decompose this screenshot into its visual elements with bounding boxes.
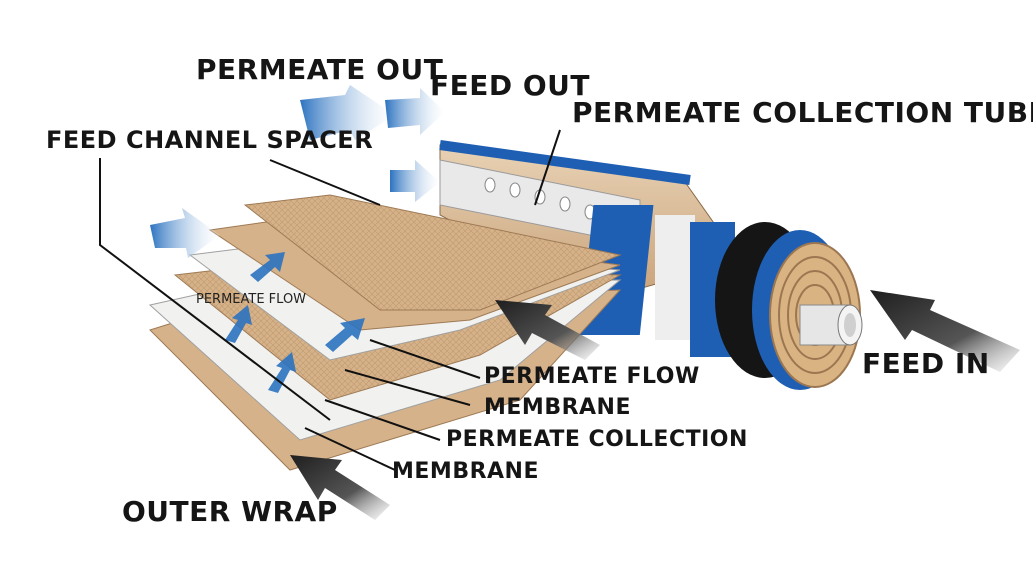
feed-in-arrows bbox=[290, 290, 1020, 520]
flow-arrow-4 bbox=[268, 352, 296, 393]
label-feed-out: FEED OUT bbox=[430, 69, 591, 102]
leader-membrane-1 bbox=[344, 369, 471, 406]
label-outer-wrap: OUTER WRAP bbox=[122, 495, 338, 528]
feed-out-arrow-lower bbox=[390, 160, 440, 202]
leader-membrane-2 bbox=[304, 427, 396, 471]
label-permeate-out: PERMEATE OUT bbox=[196, 53, 444, 86]
label-permeate-flow: PERMEATE FLOW bbox=[484, 364, 700, 389]
flow-arrow-3 bbox=[325, 318, 365, 352]
label-feed-in: FEED IN bbox=[862, 347, 990, 380]
leader-lines bbox=[99, 129, 561, 471]
feed-out-arrow bbox=[385, 88, 445, 135]
permeate-out-arrows bbox=[150, 85, 445, 258]
label-permeate-collection: PERMEATE COLLECTION bbox=[446, 427, 748, 452]
flow-arrow-2 bbox=[225, 305, 252, 343]
label-permeate-flow-inner: PERMEATE FLOW bbox=[196, 292, 307, 307]
flow-arrow-1 bbox=[250, 252, 285, 282]
feed-in-arrow bbox=[870, 290, 1020, 372]
leader-outer-wrap-path bbox=[99, 158, 331, 421]
feed-arrow-middle bbox=[495, 300, 600, 360]
feed-arrow-bottom bbox=[290, 455, 390, 520]
label-membrane-2: MEMBRANE bbox=[392, 459, 539, 484]
leader-feed-spacer bbox=[269, 159, 381, 206]
permeate-out-arrow bbox=[300, 85, 395, 140]
feed-channel-spacer-sheet bbox=[243, 194, 622, 311]
label-membrane-1: MEMBRANE bbox=[484, 395, 631, 420]
center-tube-end bbox=[799, 304, 863, 346]
label-permeate-collection-tube: PERMEATE COLLECTION TUBE bbox=[572, 96, 1033, 129]
label-feed-channel-spacer: FEED CHANNEL SPACER bbox=[46, 126, 374, 154]
leader-permeate-collection bbox=[324, 399, 441, 441]
permeate-flow-out-arrow bbox=[150, 208, 220, 258]
permeate-flow-arrows bbox=[225, 252, 365, 393]
leader-collection-tube bbox=[534, 129, 561, 206]
leader-permeate-flow bbox=[369, 339, 481, 379]
